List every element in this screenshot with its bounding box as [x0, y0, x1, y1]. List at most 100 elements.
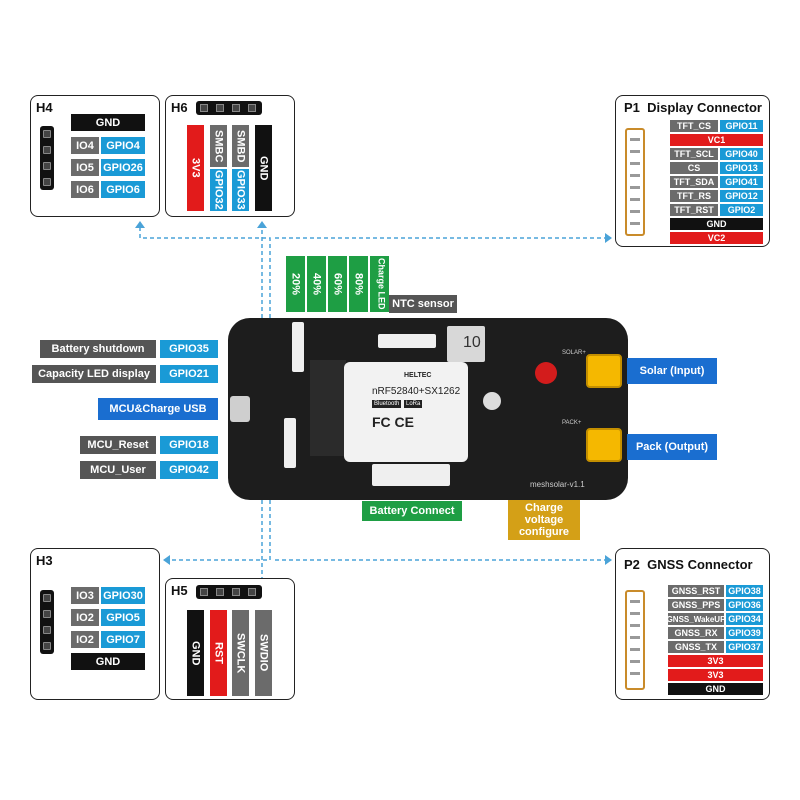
p2-pin-gpio: GPIO39	[726, 627, 763, 639]
capacity-led-gpio: GPIO21	[160, 365, 218, 383]
module-tag: LoRa	[404, 400, 423, 408]
h6-panel: H6	[165, 95, 295, 217]
p1-pin-gpio: GPIO12	[720, 190, 763, 202]
h4-gpio-label: GPIO4	[101, 137, 145, 154]
h3-gpio-label: GPIO5	[101, 609, 145, 626]
h3-io-label: IO3	[71, 587, 99, 604]
ntc-sensor-label: NTC sensor	[389, 295, 457, 313]
p1-pin-gnd: GND	[670, 218, 763, 230]
chip-number: 10	[463, 334, 481, 351]
p2-pin-gnd: GND	[668, 683, 763, 695]
h4-title: H4	[36, 100, 53, 115]
p1-ffc-connector	[625, 128, 645, 236]
pack-output-label: Pack (Output)	[627, 434, 717, 460]
h5-swclk-label: SWCLK	[232, 610, 249, 696]
p2-pin-gpio: GPIO38	[726, 585, 763, 597]
pack-pad-label: PACK+	[562, 420, 582, 426]
module-chip: nRF52840+SX1262	[372, 386, 461, 397]
p1-pin-gpio: GPIO11	[720, 120, 763, 132]
capacity-led-label: Capacity LED display	[32, 365, 156, 383]
board-connector	[284, 418, 296, 468]
pack-xt30-connector	[586, 428, 622, 462]
h6-smbd-label: SMBD	[232, 125, 249, 167]
h4-gnd-label: GND	[71, 114, 145, 131]
p1-pin-name: CS	[670, 162, 718, 174]
mcu-user-label: MCU_User	[80, 461, 156, 479]
p1-title: P1	[624, 100, 640, 115]
battery-shutdown-label: Battery shutdown	[40, 340, 156, 358]
p1-pin-gpio: GPIO13	[720, 162, 763, 174]
solar-input-label: Solar (Input)	[627, 358, 717, 384]
h4-pin-header	[40, 126, 54, 190]
module-tag: Bluetooth	[372, 400, 402, 408]
p2-pin-gpio: GPIO36	[726, 599, 763, 611]
p1-subtitle: Display Connector	[647, 100, 762, 115]
charge-led-title: Charge LED	[374, 256, 389, 312]
h6-3v3-label: 3V3	[187, 125, 204, 211]
h5-title: H5	[171, 583, 188, 598]
p1-pin-name: TFT_CS	[670, 120, 718, 132]
h3-io-label: IO2	[71, 609, 99, 626]
p1-pin-gpio: GPIO41	[720, 176, 763, 188]
h3-io-label: IO2	[71, 631, 99, 648]
charge-led-level: 80%	[349, 256, 368, 312]
module-brand: HELTEC	[404, 372, 432, 379]
p1-pin-vc1: VC1	[670, 134, 763, 146]
p2-ffc-connector	[625, 590, 645, 690]
p2-pin-name: GNSS_PPS	[668, 599, 724, 611]
p2-pin-gpio: GPIO34	[726, 613, 763, 625]
board-version: meshsolar-v1.1	[530, 480, 585, 489]
charge-led-level: 20%	[286, 256, 305, 312]
h6-title: H6	[171, 100, 188, 115]
p1-pin-vc2: VC2	[670, 232, 763, 244]
charge-voltage-label: Charge voltage configure	[508, 500, 580, 540]
p1-pin-name: TFT_SDA	[670, 176, 718, 188]
h5-pin-header	[196, 585, 262, 599]
solar-pad-label: SOLAR+	[562, 350, 586, 356]
board-connector	[292, 322, 304, 372]
usb-label: MCU&Charge USB	[98, 398, 218, 420]
p2-pin-name: GNSS_RST	[668, 585, 724, 597]
h6-pin-header	[196, 101, 262, 115]
p1-pin-name: TFT_RST	[670, 204, 718, 216]
h6-gnd-label: GND	[255, 125, 272, 211]
h3-gnd-label: GND	[71, 653, 145, 670]
h4-io-label: IO5	[71, 159, 99, 176]
p2-subtitle: GNSS Connector	[647, 557, 753, 572]
h4-io-label: IO4	[71, 137, 99, 154]
p2-pin-3v3: 3V3	[668, 655, 763, 667]
p2-title: P2	[624, 557, 640, 572]
battery-connect-label: Battery Connect	[362, 501, 462, 521]
h5-swdio-label: SWDIO	[255, 610, 272, 696]
mcu-reset-label: MCU_Reset	[80, 436, 156, 454]
h6-gpio-label: GPIO32	[210, 169, 227, 211]
h3-title: H3	[36, 553, 53, 568]
h5-rst-label: RST	[210, 610, 227, 696]
p2-pin-3v3: 3V3	[668, 669, 763, 681]
h3-gpio-label: GPIO30	[101, 587, 145, 604]
p2-pin-name: GNSS_TX	[668, 641, 724, 653]
p2-pin-name: GNSS_WakeUP	[666, 613, 726, 625]
mcu-reset-gpio: GPIO18	[160, 436, 218, 454]
h4-io-label: IO6	[71, 181, 99, 198]
h4-gpio-label: GPIO6	[101, 181, 145, 198]
h6-gpio-label: GPIO33	[232, 169, 249, 211]
mcu-user-gpio: GPIO42	[160, 461, 218, 479]
solar-xt30-connector	[586, 354, 622, 388]
h6-smbc-label: SMBC	[210, 125, 227, 167]
h3-gpio-label: GPIO7	[101, 631, 145, 648]
h3-pin-header	[40, 590, 54, 654]
p1-pin-gpio: GPIO2	[720, 204, 763, 216]
h5-panel: H5	[165, 578, 295, 700]
board-chip: 10	[447, 326, 485, 362]
p2-pin-gpio: GPIO37	[726, 641, 763, 653]
button	[483, 392, 501, 410]
p2-pin-name: GNSS_RX	[668, 627, 724, 639]
h4-gpio-label: GPIO26	[101, 159, 145, 176]
ntc-connector	[378, 334, 436, 348]
charge-led-level: 60%	[328, 256, 347, 312]
p1-pin-gpio: GPIO40	[720, 148, 763, 160]
capacitor	[535, 362, 557, 384]
battery-connector	[372, 464, 450, 486]
